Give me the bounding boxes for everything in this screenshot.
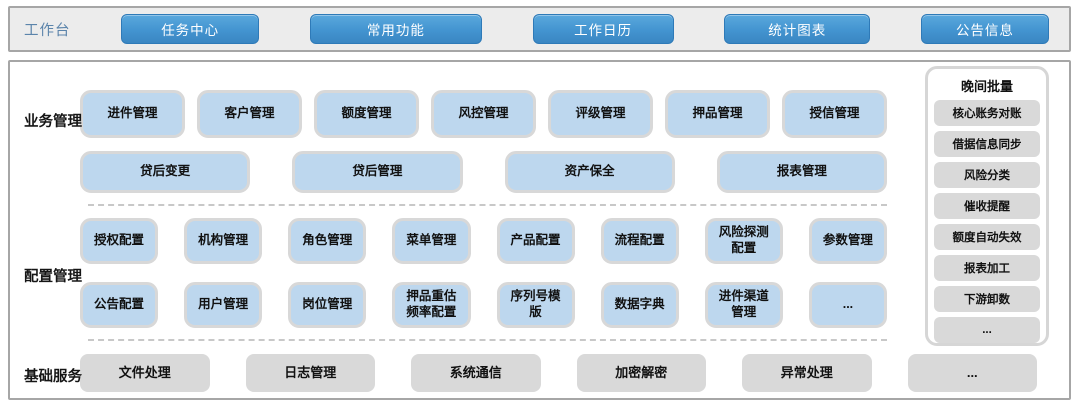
business-row-2: 贷后变更 贷后管理 资产保全 报表管理 bbox=[80, 151, 887, 193]
batch-loan-receipt-info-sync[interactable]: 借据信息同步 bbox=[934, 131, 1040, 157]
module-menu-mgmt[interactable]: 菜单管理 bbox=[392, 218, 471, 264]
module-intake-channel-mgmt[interactable]: 进件渠道管理 bbox=[704, 282, 783, 328]
service-file-processing[interactable]: 文件处理 bbox=[80, 354, 210, 392]
batch-quota-auto-expiry[interactable]: 额度自动失效 bbox=[934, 224, 1040, 250]
module-announcement-config[interactable]: 公告配置 bbox=[80, 282, 159, 328]
module-intake-mgmt[interactable]: 进件管理 bbox=[80, 90, 185, 138]
main-panel: 业务管理 配置管理 基础服务 进件管理 客户管理 额度管理 风控管理 评级管理 … bbox=[8, 60, 1071, 400]
stats-charts-button[interactable]: 统计图表 bbox=[724, 14, 871, 44]
batch-collection-reminder[interactable]: 催收提醒 bbox=[934, 193, 1040, 219]
module-auth-config[interactable]: 授权配置 bbox=[80, 218, 159, 264]
batch-risk-classification[interactable]: 风险分类 bbox=[934, 162, 1040, 188]
module-post-loan-change[interactable]: 贷后变更 bbox=[80, 151, 251, 193]
config-row-1: 授权配置 机构管理 角色管理 菜单管理 产品配置 流程配置 风险探测配置 参数管… bbox=[80, 218, 887, 264]
module-position-mgmt[interactable]: 岗位管理 bbox=[288, 282, 367, 328]
batch-report-processing[interactable]: 报表加工 bbox=[934, 255, 1040, 281]
modules-content: 进件管理 客户管理 额度管理 风控管理 评级管理 押品管理 授信管理 贷后变更 … bbox=[80, 90, 887, 341]
batch-core-account-reconciliation[interactable]: 核心账务对账 bbox=[934, 100, 1040, 126]
base-services-row: 文件处理 日志管理 系统通信 加密解密 异常处理 ... bbox=[80, 354, 1037, 392]
business-row-1: 进件管理 客户管理 额度管理 风控管理 评级管理 押品管理 授信管理 bbox=[80, 90, 887, 138]
night-batch-title: 晚间批量 bbox=[960, 79, 1013, 94]
module-risk-detection-config[interactable]: 风险探测配置 bbox=[704, 218, 783, 264]
module-collateral-revaluation-frequency-config[interactable]: 押品重估频率配置 bbox=[392, 282, 471, 328]
module-asset-preservation[interactable]: 资产保全 bbox=[504, 151, 675, 193]
service-system-communication[interactable]: 系统通信 bbox=[411, 354, 541, 392]
announcements-button[interactable]: 公告信息 bbox=[920, 14, 1049, 44]
workbench-label: 工作台 bbox=[24, 22, 71, 39]
module-credit-mgmt[interactable]: 授信管理 bbox=[782, 90, 887, 138]
task-center-button[interactable]: 任务中心 bbox=[121, 14, 260, 44]
section-label-base: 基础服务 bbox=[24, 369, 82, 385]
service-log-mgmt[interactable]: 日志管理 bbox=[245, 354, 375, 392]
module-rating-mgmt[interactable]: 评级管理 bbox=[548, 90, 653, 138]
module-workflow-config[interactable]: 流程配置 bbox=[600, 218, 679, 264]
section-divider-1 bbox=[88, 204, 887, 206]
workbench-topbar: 工作台 任务中心 常用功能 工作日历 统计图表 公告信息 bbox=[8, 6, 1071, 52]
module-user-mgmt[interactable]: 用户管理 bbox=[184, 282, 263, 328]
module-org-mgmt[interactable]: 机构管理 bbox=[184, 218, 263, 264]
module-config-more[interactable]: ... bbox=[808, 282, 887, 328]
config-row-2: 公告配置 用户管理 岗位管理 押品重估频率配置 序列号模版 数据字典 进件渠道管… bbox=[80, 282, 887, 328]
module-quota-mgmt[interactable]: 额度管理 bbox=[314, 90, 419, 138]
batch-downstream-data-export[interactable]: 下游卸数 bbox=[934, 286, 1040, 312]
module-serial-number-template[interactable]: 序列号模版 bbox=[496, 282, 575, 328]
module-report-mgmt[interactable]: 报表管理 bbox=[716, 151, 887, 193]
service-encryption-decryption[interactable]: 加密解密 bbox=[576, 354, 706, 392]
module-data-dictionary[interactable]: 数据字典 bbox=[600, 282, 679, 328]
work-calendar-button[interactable]: 工作日历 bbox=[532, 14, 674, 44]
batch-more[interactable]: ... bbox=[934, 317, 1040, 343]
module-role-mgmt[interactable]: 角色管理 bbox=[288, 218, 367, 264]
module-parameter-mgmt[interactable]: 参数管理 bbox=[808, 218, 887, 264]
module-post-loan-mgmt[interactable]: 贷后管理 bbox=[292, 151, 463, 193]
section-label-config: 配置管理 bbox=[24, 269, 82, 285]
module-customer-mgmt[interactable]: 客户管理 bbox=[197, 90, 302, 138]
section-divider-2 bbox=[88, 339, 887, 341]
common-functions-button[interactable]: 常用功能 bbox=[309, 14, 482, 44]
module-product-config[interactable]: 产品配置 bbox=[496, 218, 575, 264]
night-batch-panel: 晚间批量 核心账务对账 借据信息同步 风险分类 催收提醒 额度自动失效 报表加工… bbox=[925, 66, 1049, 346]
section-label-business: 业务管理 bbox=[24, 114, 82, 130]
module-risk-control-mgmt[interactable]: 风控管理 bbox=[431, 90, 536, 138]
module-collateral-mgmt[interactable]: 押品管理 bbox=[665, 90, 770, 138]
service-exception-handling[interactable]: 异常处理 bbox=[742, 354, 872, 392]
service-more[interactable]: ... bbox=[907, 354, 1037, 392]
